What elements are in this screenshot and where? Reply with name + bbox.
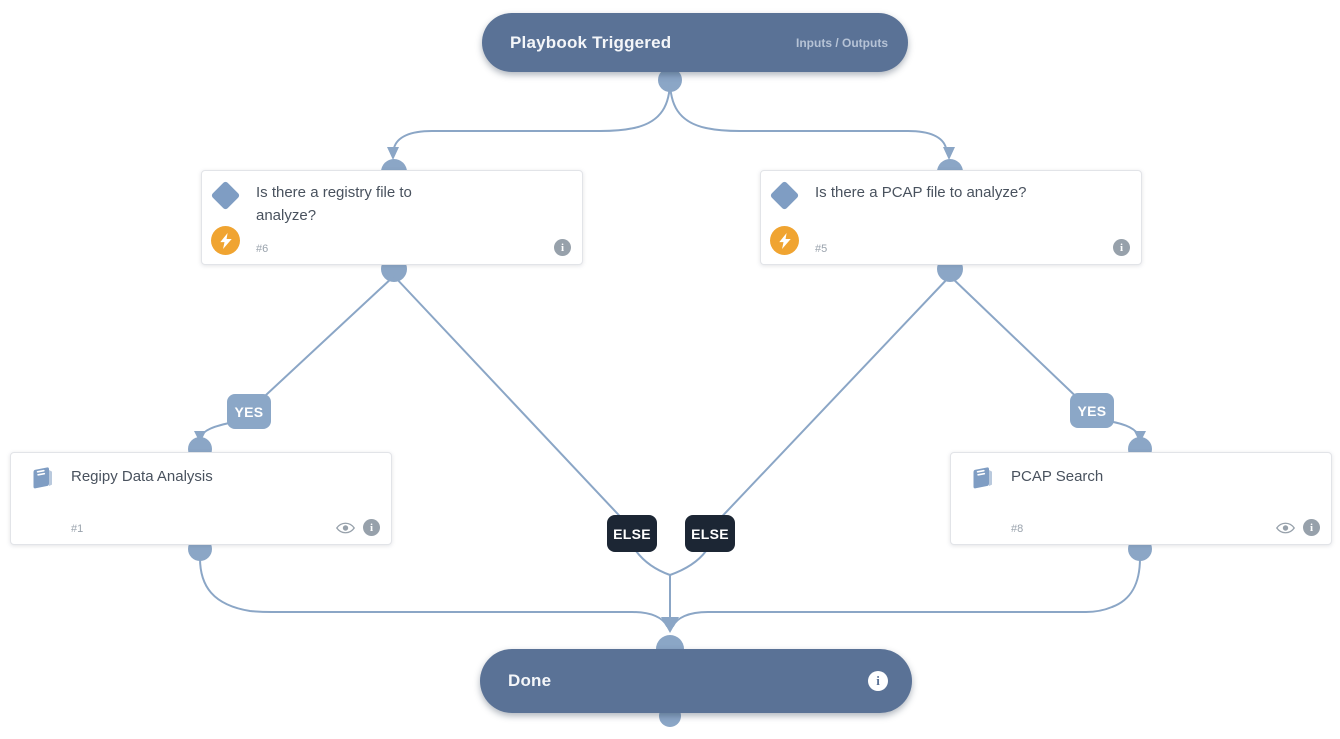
- edge-label-yes: YES: [227, 394, 271, 429]
- edge-registry-condition-else: [393, 275, 631, 528]
- edge-pcap-condition-else: [711, 275, 951, 528]
- edge-registry-condition-yes: [251, 275, 395, 409]
- inputs-outputs-button[interactable]: Inputs / Outputs: [796, 35, 888, 50]
- task-title: PCAP Search: [1011, 468, 1104, 485]
- done-node[interactable]: Done i: [480, 649, 912, 713]
- arrowhead: [661, 617, 679, 633]
- preview-eye-icon[interactable]: [335, 522, 356, 534]
- preview-eye-icon[interactable]: [1275, 522, 1296, 534]
- task-id: #1: [71, 523, 84, 535]
- edge-label-else: ELSE: [607, 515, 657, 552]
- task-id: #5: [815, 243, 828, 255]
- edge-trigger-to-pcap-condition: [669, 79, 947, 149]
- edge-regipy-to-done: [199, 557, 668, 627]
- condition-diamond-icon: [210, 180, 241, 211]
- playbook-task-regipy[interactable]: Regipy Data Analysis #1 i: [10, 452, 392, 545]
- task-title: Regipy Data Analysis: [71, 468, 213, 485]
- edge-else-right-merge: [669, 550, 707, 576]
- playbook-task-pcap-search[interactable]: PCAP Search #8 i: [950, 452, 1332, 545]
- arrowhead: [194, 431, 206, 443]
- info-icon[interactable]: i: [554, 239, 571, 256]
- condition-task-pcap[interactable]: Is there a PCAP file to analyze? #5 i: [760, 170, 1142, 265]
- edge-trigger-to-registry-condition: [393, 79, 671, 149]
- edge-label-yes: YES: [1070, 393, 1114, 428]
- condition-task-registry[interactable]: Is there a registry file to analyze? #6 …: [201, 170, 583, 265]
- arrowhead: [943, 147, 955, 160]
- info-icon[interactable]: i: [363, 519, 380, 536]
- automation-lightning-icon: [211, 226, 240, 255]
- condition-diamond-icon: [769, 180, 800, 211]
- info-icon[interactable]: i: [1303, 519, 1320, 536]
- playbook-book-icon: [968, 465, 995, 492]
- task-id: #6: [256, 243, 269, 255]
- arrowhead: [1134, 431, 1146, 443]
- done-title: Done: [508, 671, 552, 690]
- task-id: #8: [1011, 523, 1024, 535]
- task-title: Is there a PCAP file to analyze?: [815, 184, 1027, 201]
- playbook-triggered-node[interactable]: Playbook Triggered Inputs / Outputs: [482, 13, 908, 72]
- info-icon[interactable]: i: [868, 671, 888, 691]
- info-icon[interactable]: i: [1113, 239, 1130, 256]
- edge-else-left-merge: [635, 550, 671, 576]
- arrowhead: [387, 147, 399, 160]
- playbook-book-icon: [28, 465, 55, 492]
- edge-label-else: ELSE: [685, 515, 735, 552]
- trigger-title: Playbook Triggered: [510, 32, 672, 52]
- automation-lightning-icon: [770, 226, 799, 255]
- edge-pcap-condition-yes: [949, 275, 1089, 409]
- task-title: Is there a registry file to analyze?: [256, 184, 412, 224]
- edge-pcap-search-to-done: [672, 557, 1141, 627]
